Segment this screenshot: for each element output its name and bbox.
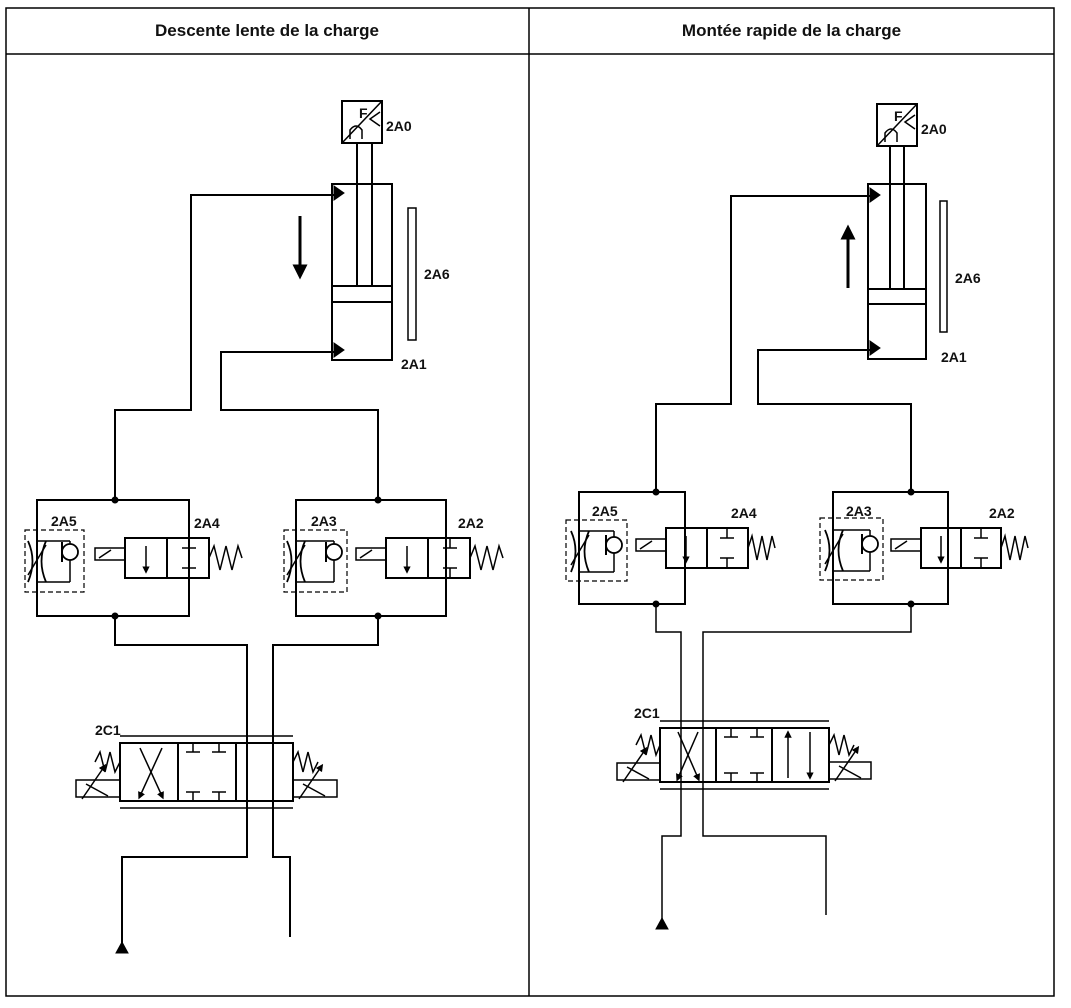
valve-2A4-left — [94, 537, 243, 579]
sensor-letter-right: F — [894, 108, 903, 124]
right-panel-title: Montée rapide de la charge — [681, 21, 902, 40]
force-sensor-2A0-left — [341, 100, 383, 144]
label-2A6-right: 2A6 — [955, 270, 981, 286]
cylinder-2A1-left — [331, 183, 393, 361]
label-2C1-right: 2C1 — [634, 705, 660, 721]
label-2A1-left: 2A1 — [401, 356, 427, 372]
valve-2A2-right — [890, 527, 1029, 569]
label-2A3-left: 2A3 — [311, 513, 337, 529]
label-2A4-right: 2A4 — [731, 505, 757, 521]
label-2A2-left: 2A2 — [458, 515, 484, 531]
throttle-2A3-right — [819, 517, 884, 581]
label-2A5-left: 2A5 — [51, 513, 77, 529]
right-circuit — [565, 103, 1029, 930]
label-2A4-left: 2A4 — [194, 515, 220, 531]
throttle-2A5-right — [565, 519, 628, 582]
label-2A6-left: 2A6 — [424, 266, 450, 282]
throttle-2A5-left — [24, 529, 85, 593]
ruler-2A6-right — [939, 200, 948, 333]
sensor-letter-left: F — [359, 105, 368, 121]
label-2A2-right: 2A2 — [989, 505, 1015, 521]
valve-2A4-right — [635, 527, 776, 569]
label-2A0-right: 2A0 — [921, 121, 947, 137]
valve-2A2-left — [355, 537, 504, 579]
table-grid — [5, 7, 1055, 997]
throttle-2A3-left — [283, 529, 348, 593]
label-2A1-right: 2A1 — [941, 349, 967, 365]
left-panel-title: Descente lente de la charge — [155, 21, 379, 40]
ruler-2A6-left — [407, 207, 417, 341]
label-2A0-left: 2A0 — [386, 118, 412, 134]
distributor-2C1-left — [75, 735, 338, 809]
label-2A5-right: 2A5 — [592, 503, 618, 519]
label-2A3-right: 2A3 — [846, 503, 872, 519]
distributor-2C1-right — [616, 720, 872, 790]
left-circuit — [24, 100, 504, 954]
cylinder-2A1-right — [867, 183, 927, 360]
force-sensor-2A0-right — [876, 103, 918, 147]
label-2C1-left: 2C1 — [95, 722, 121, 738]
